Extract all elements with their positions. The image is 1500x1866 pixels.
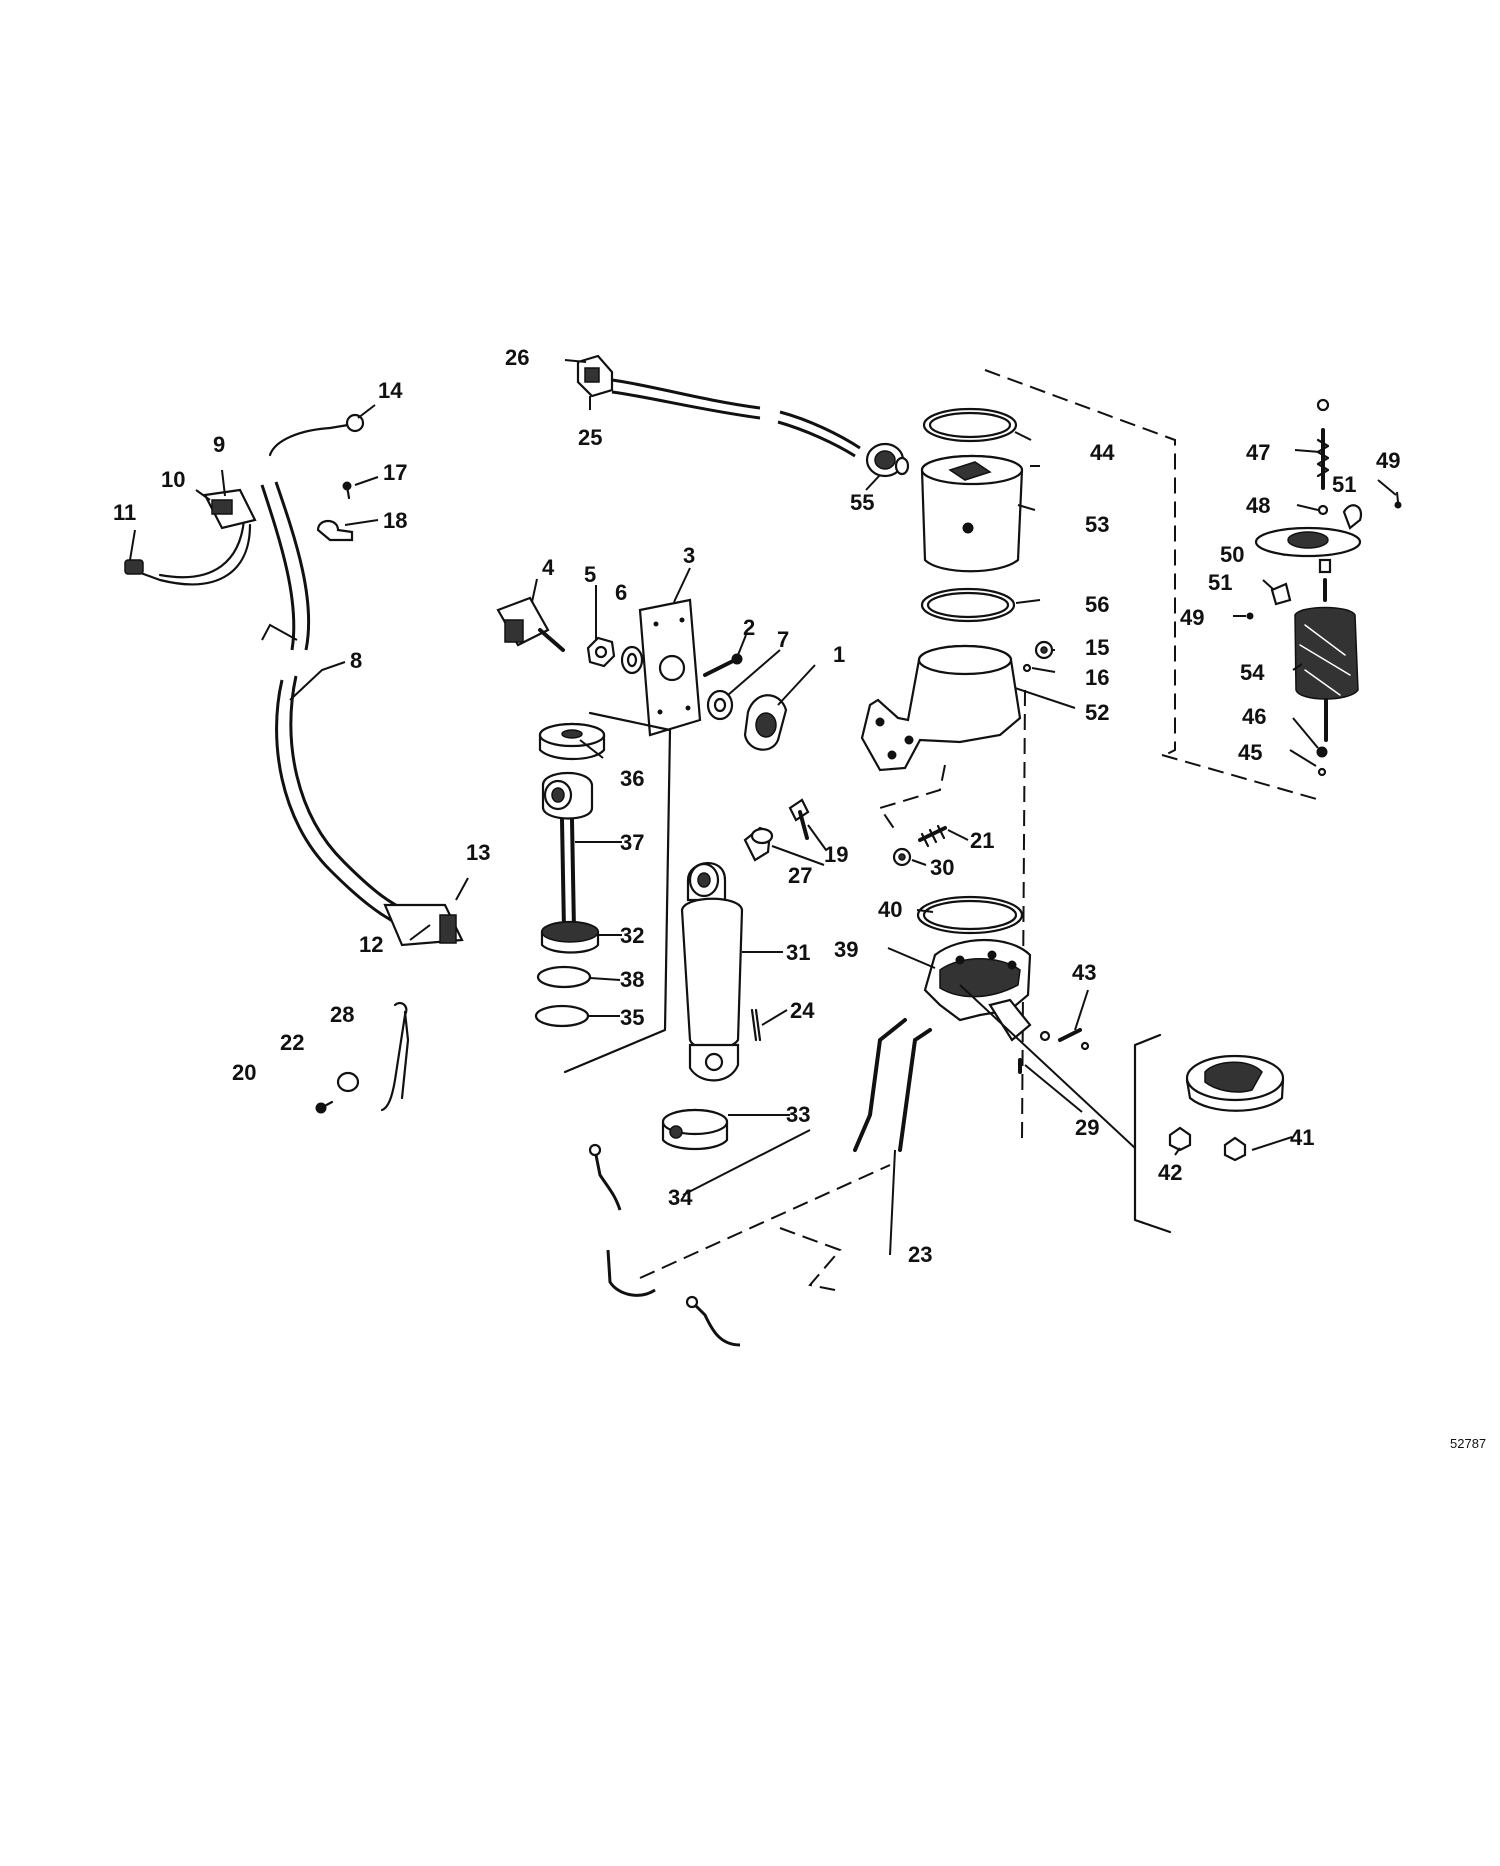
- ring-terminal-icon: [345, 413, 365, 433]
- bracket-and-bolt: [315, 1001, 410, 1114]
- assembly-guide-lines: [639, 369, 1321, 1291]
- callout-35: 35: [620, 1005, 644, 1030]
- wiring-harness: [124, 413, 464, 947]
- callout-10: 10: [161, 467, 185, 492]
- trim-switch-assembly: [496, 596, 788, 751]
- callout-46: 46: [1242, 704, 1266, 729]
- callout-27: 27: [788, 863, 812, 888]
- callout-24: 24: [790, 998, 815, 1023]
- callout-39: 39: [834, 937, 858, 962]
- callout-8: 8: [350, 648, 362, 673]
- callout-7: 7: [777, 627, 789, 652]
- o-ring-icon: [534, 1004, 590, 1028]
- callout-14: 14: [378, 378, 403, 403]
- callout-20: 20: [232, 1060, 256, 1085]
- callout-19: 19: [824, 842, 848, 867]
- callout-29: 29: [1075, 1115, 1099, 1140]
- callout-54: 54: [1240, 660, 1265, 685]
- hydraulic-cylinder-icon: [680, 897, 744, 1051]
- pump-assembly: [892, 824, 1090, 1074]
- callout-16: 16: [1085, 665, 1109, 690]
- callout-55: 55: [850, 490, 874, 515]
- nut-icon: [336, 1071, 360, 1093]
- callout-31: 31: [786, 940, 810, 965]
- callout-49-top: 49: [1376, 448, 1400, 473]
- o-ring-icon: [920, 587, 1016, 623]
- callout-labels: 1 2 3 4 5 6 7 8 9 10 11 12 13 14 15 16 1…: [113, 345, 1400, 1267]
- callout-45: 45: [1238, 740, 1262, 765]
- o-ring-icon: [536, 965, 592, 989]
- pump-harness-top: [576, 354, 910, 478]
- brush-icon: [1342, 504, 1363, 530]
- callout-23: 23: [908, 1242, 932, 1267]
- callout-51-top: 51: [1332, 472, 1356, 497]
- callout-49-left: 49: [1180, 605, 1204, 630]
- leader-lines: [129, 359, 1399, 1256]
- callout-5: 5: [584, 562, 596, 587]
- callout-53: 53: [1085, 512, 1109, 537]
- callout-34: 34: [668, 1185, 693, 1210]
- callout-37: 37: [620, 830, 644, 855]
- callout-48: 48: [1246, 493, 1270, 518]
- callout-50: 50: [1220, 542, 1244, 567]
- callout-13: 13: [466, 840, 490, 865]
- nut-icon: [1168, 1126, 1192, 1152]
- callout-44: 44: [1090, 440, 1115, 465]
- callout-21: 21: [970, 828, 994, 853]
- callout-15: 15: [1085, 635, 1109, 660]
- callout-33: 33: [786, 1102, 810, 1127]
- callout-42: 42: [1158, 1160, 1182, 1185]
- callout-40: 40: [878, 897, 902, 922]
- motor-frame-icon: [920, 469, 1024, 573]
- figure-number: 52787: [1450, 1436, 1486, 1451]
- callout-11: 11: [113, 500, 136, 525]
- pump-detail-inset: [1133, 1033, 1285, 1234]
- callout-6: 6: [615, 580, 627, 605]
- callout-9: 9: [213, 432, 225, 457]
- screw-and-clamp: [316, 481, 354, 542]
- brush-icon: [1270, 582, 1292, 606]
- callout-41: 41: [1290, 1125, 1314, 1150]
- callout-12: 12: [359, 932, 383, 957]
- callout-26: 26: [505, 345, 529, 370]
- callout-3: 3: [683, 543, 695, 568]
- callout-18: 18: [383, 508, 407, 533]
- callout-52: 52: [1085, 700, 1109, 725]
- callout-30: 30: [930, 855, 954, 880]
- armature-assembly: [1246, 398, 1402, 777]
- trim-cylinder-assembly: [534, 711, 810, 1150]
- end-cap-icon: [860, 659, 1022, 772]
- pump-motor-assembly: [860, 407, 1054, 772]
- callout-17: 17: [383, 460, 407, 485]
- callout-22: 22: [280, 1030, 304, 1055]
- callout-56: 56: [1085, 592, 1109, 617]
- callout-36: 36: [620, 766, 644, 791]
- callout-38: 38: [620, 967, 644, 992]
- callout-28: 28: [330, 1002, 354, 1027]
- cable-clamp-icon: [316, 519, 354, 542]
- callout-25: 25: [578, 425, 602, 450]
- armature-icon: [1294, 606, 1359, 700]
- o-ring-icon: [922, 407, 1018, 443]
- callout-4: 4: [542, 555, 555, 580]
- callout-43: 43: [1072, 960, 1096, 985]
- callout-2: 2: [743, 615, 755, 640]
- o-ring-icon: [916, 895, 1024, 935]
- callout-32: 32: [620, 923, 644, 948]
- hydraulic-lines: [588, 1018, 932, 1347]
- wire-terminal-icon: [124, 559, 144, 575]
- callout-51-left: 51: [1208, 570, 1232, 595]
- callout-1: 1: [833, 642, 845, 667]
- callout-47: 47: [1246, 440, 1270, 465]
- nut-icon: [1223, 1136, 1247, 1162]
